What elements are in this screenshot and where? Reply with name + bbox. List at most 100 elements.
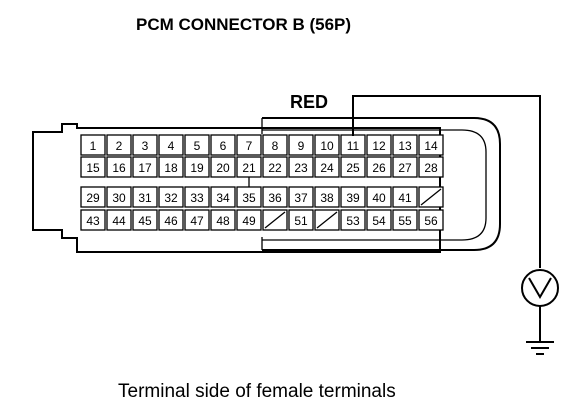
empty-terminal-slash [316, 211, 338, 229]
terminal-number: 1 [90, 139, 97, 153]
terminal-number: 38 [320, 191, 334, 205]
diagram-caption: Terminal side of female terminals [118, 381, 396, 402]
terminal-cell [106, 134, 132, 156]
terminal-cell [132, 134, 158, 156]
terminal-cell [132, 186, 158, 208]
terminal-number: 55 [398, 214, 412, 228]
terminal-number: 41 [398, 191, 412, 205]
terminal-cell [288, 156, 314, 178]
terminal-cell [158, 156, 184, 178]
terminal-cell [314, 134, 340, 156]
terminal-cell [132, 209, 158, 231]
terminal-cell [236, 134, 262, 156]
terminal-cell [418, 134, 444, 156]
terminal-cell [288, 209, 314, 231]
connector-hood-inner [262, 129, 487, 241]
terminal-number: 24 [320, 161, 334, 175]
terminal-number: 13 [398, 139, 412, 153]
terminal-cell [314, 156, 340, 178]
terminal-number: 33 [190, 191, 204, 205]
terminal-number: 34 [216, 191, 230, 205]
terminal-number: 49 [242, 214, 256, 228]
terminal-number: 37 [294, 191, 308, 205]
terminal-cell [132, 156, 158, 178]
terminal-cell [184, 134, 210, 156]
terminal-cell [288, 134, 314, 156]
terminal-cell [366, 134, 392, 156]
terminal-number: 16 [112, 161, 126, 175]
terminal-cell [418, 156, 444, 178]
terminal-number: 36 [268, 191, 282, 205]
terminal-number: 2 [116, 139, 123, 153]
terminal-number: 53 [346, 214, 360, 228]
terminal-number: 23 [294, 161, 308, 175]
connector-hood [262, 117, 501, 251]
terminal-cell [340, 156, 366, 178]
terminal-cell [80, 186, 106, 208]
terminal-cell [314, 186, 340, 208]
terminal-cell [210, 156, 236, 178]
terminal-cell [288, 186, 314, 208]
terminal-number: 27 [398, 161, 412, 175]
terminal-cell [262, 134, 288, 156]
terminal-cell [80, 134, 106, 156]
terminal-cell [210, 134, 236, 156]
terminal-number: 14 [424, 139, 438, 153]
terminal-cell [210, 186, 236, 208]
terminal-number: 44 [112, 214, 126, 228]
terminal-cell [262, 186, 288, 208]
terminal-number: 3 [142, 139, 149, 153]
terminal-number: 43 [86, 214, 100, 228]
terminal-cell [184, 186, 210, 208]
ground-icon [526, 341, 554, 355]
terminal-number: 45 [138, 214, 152, 228]
wire-color-label: RED [290, 92, 328, 112]
terminal-number: 28 [424, 161, 438, 175]
terminal-cell [392, 186, 418, 208]
terminal-cell [366, 156, 392, 178]
terminal-number: 5 [194, 139, 201, 153]
terminal-number: 25 [346, 161, 360, 175]
terminal-number: 4 [168, 139, 175, 153]
terminal-number: 31 [138, 191, 152, 205]
terminal-number: 21 [242, 161, 256, 175]
terminal-cell [392, 156, 418, 178]
terminal-number: 30 [112, 191, 126, 205]
terminal-number: 22 [268, 161, 282, 175]
terminal-number: 39 [346, 191, 360, 205]
terminal-cell [184, 156, 210, 178]
terminal-number: 12 [372, 139, 386, 153]
terminal-cell [106, 156, 132, 178]
terminal-number: 18 [164, 161, 178, 175]
terminal-number: 20 [216, 161, 230, 175]
connector-housing [32, 123, 441, 253]
terminal-cell [392, 209, 418, 231]
voltmeter-icon [521, 269, 559, 342]
terminal-cell [236, 209, 262, 231]
terminal-cell [262, 156, 288, 178]
terminal-cell [340, 209, 366, 231]
terminal-cell [158, 134, 184, 156]
terminal-number: 46 [164, 214, 178, 228]
diagram-title: PCM CONNECTOR B (56P) [136, 15, 351, 34]
terminal-number: 7 [246, 139, 253, 153]
probe-wire [352, 95, 541, 268]
terminal-number: 15 [86, 161, 100, 175]
terminal-cell [340, 186, 366, 208]
terminal-cell [106, 209, 132, 231]
terminal-number: 10 [320, 139, 334, 153]
terminal-number: 54 [372, 214, 386, 228]
terminal-number: 8 [272, 139, 279, 153]
terminal-number: 32 [164, 191, 178, 205]
terminal-cell [106, 186, 132, 208]
terminal-number: 40 [372, 191, 386, 205]
terminal-number: 9 [298, 139, 305, 153]
terminal-number: 11 [347, 139, 360, 153]
terminal-number: 29 [86, 191, 100, 205]
terminal-number: 26 [372, 161, 386, 175]
terminal-number: 17 [138, 161, 152, 175]
terminal-cell [210, 209, 236, 231]
